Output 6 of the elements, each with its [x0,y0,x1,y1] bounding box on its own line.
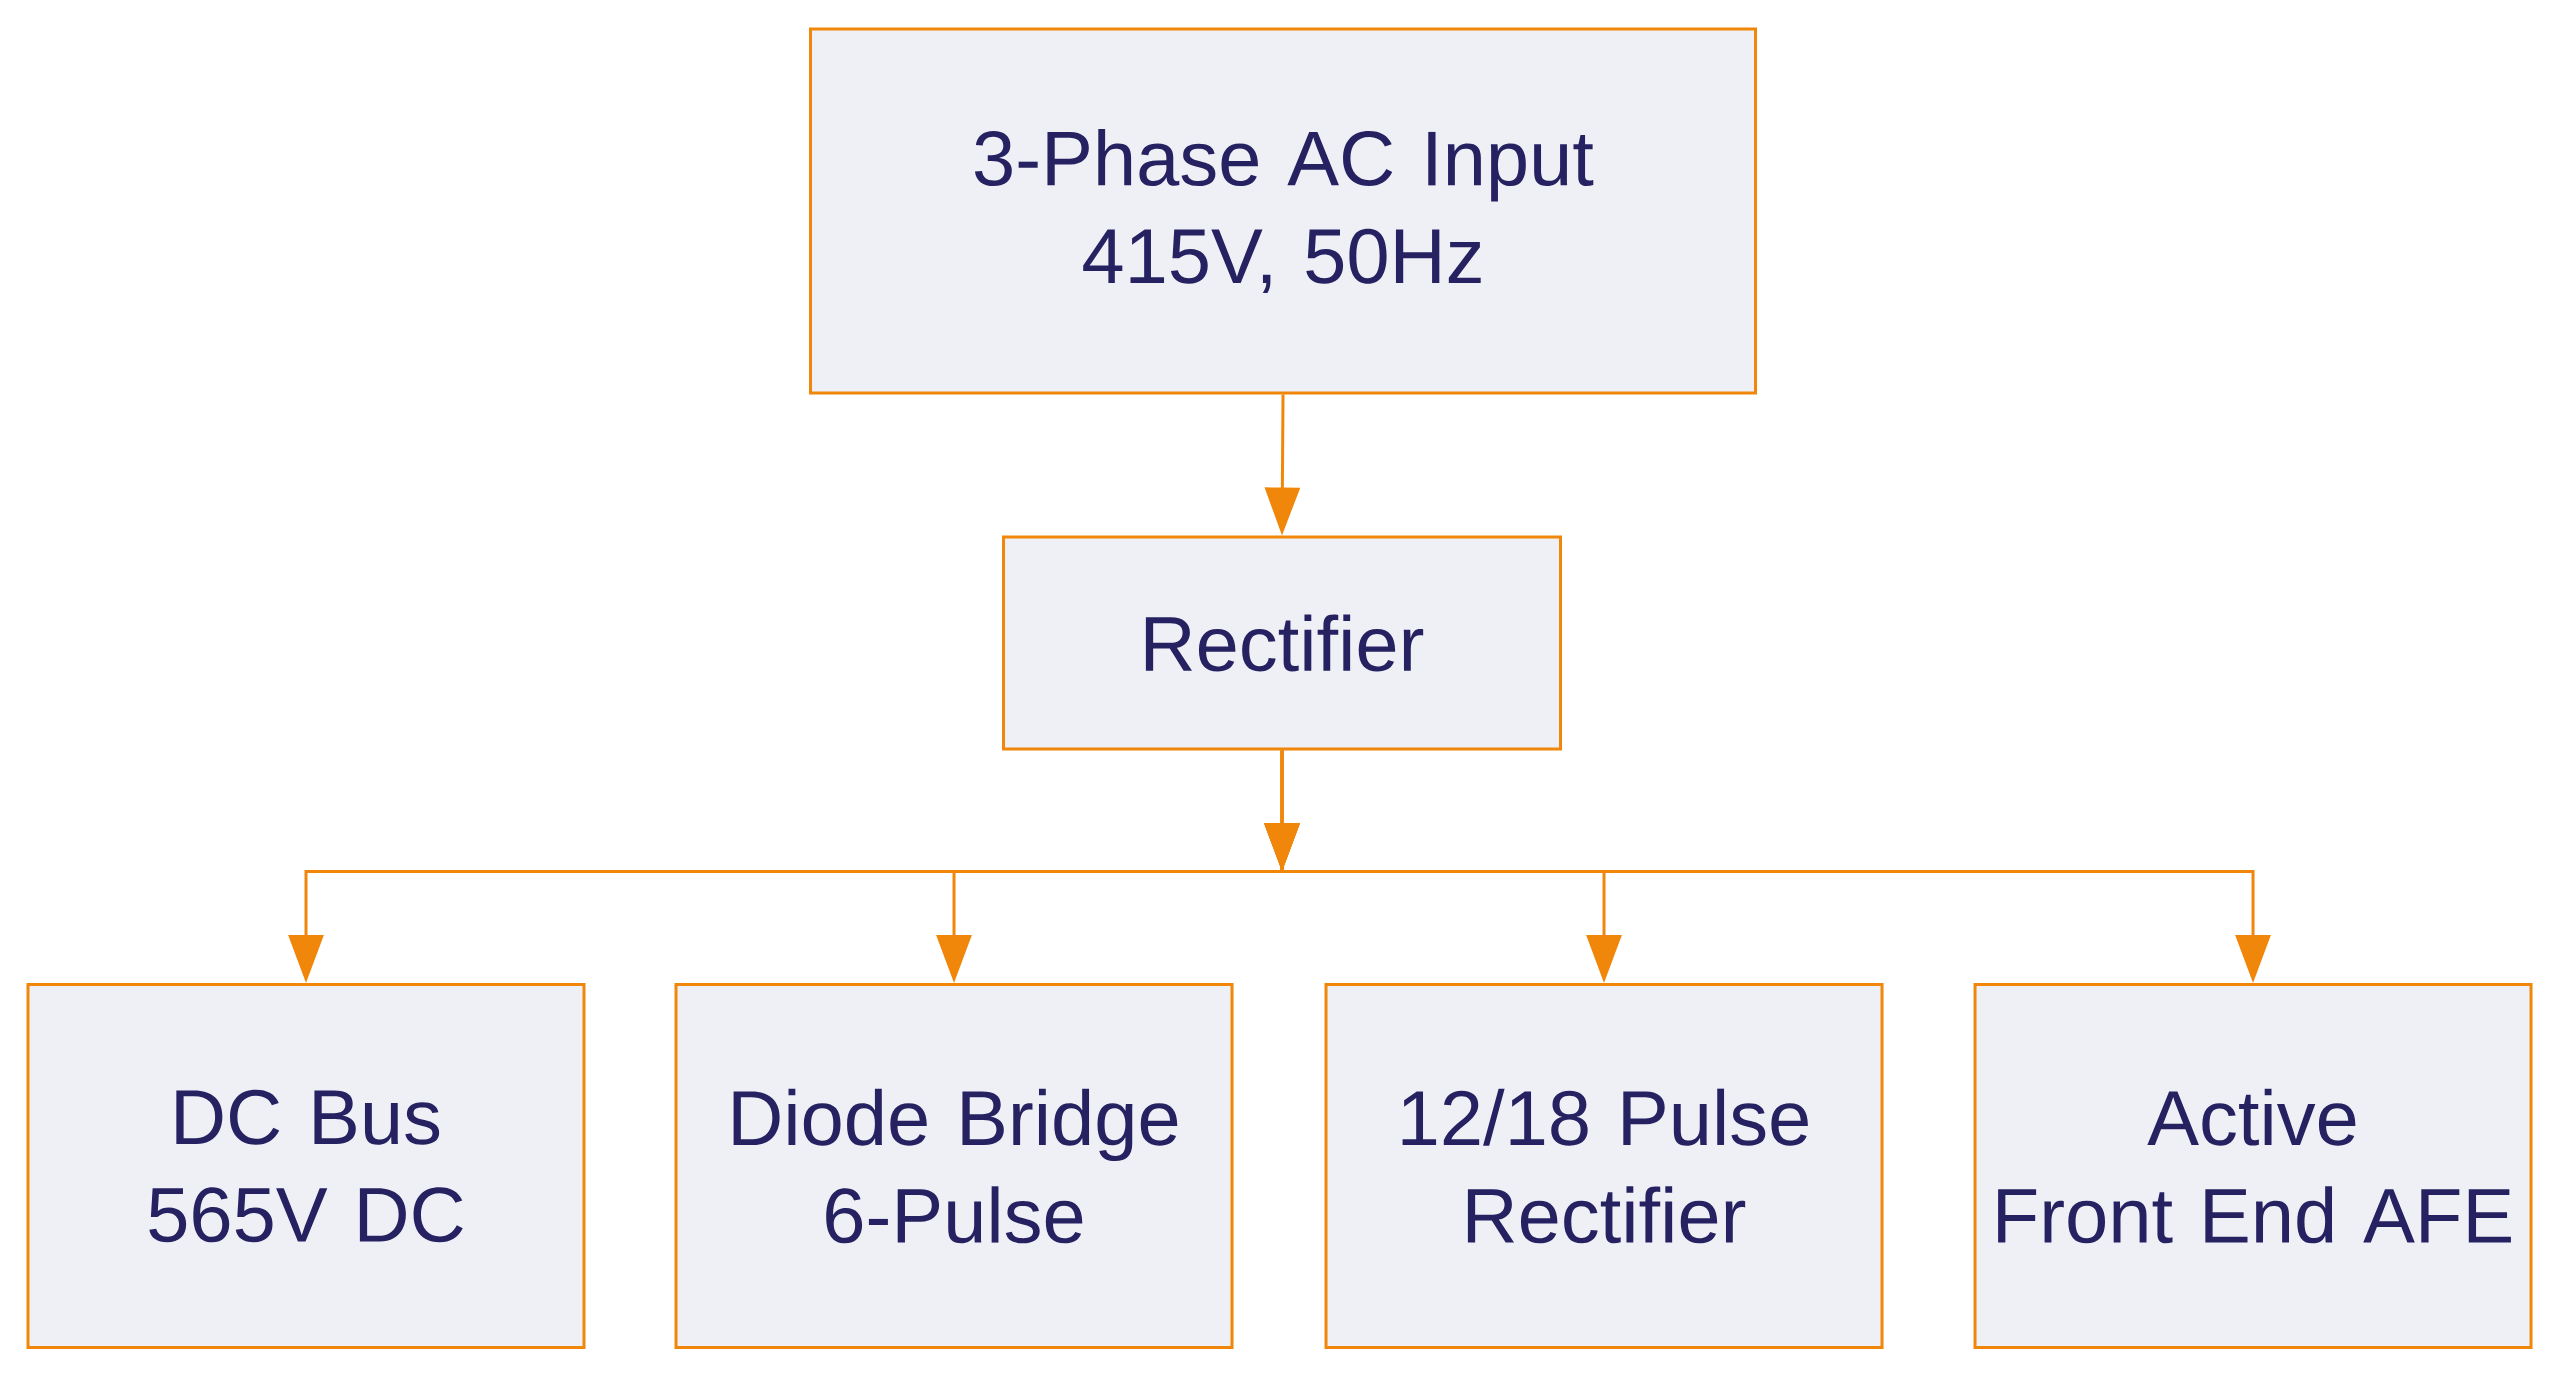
process-box: Active Front End AFE [1973,983,2533,1349]
process-box: 3-Phase AC Input 415V, 50Hz [809,27,1757,395]
process-box: Rectifier [1002,535,1562,751]
process-box: Diode Bridge 6-Pulse [674,983,1234,1349]
process-box: 12/18 Pulse Rectifier [1324,983,1884,1349]
process-box: DC Bus 565V DC [26,983,586,1349]
